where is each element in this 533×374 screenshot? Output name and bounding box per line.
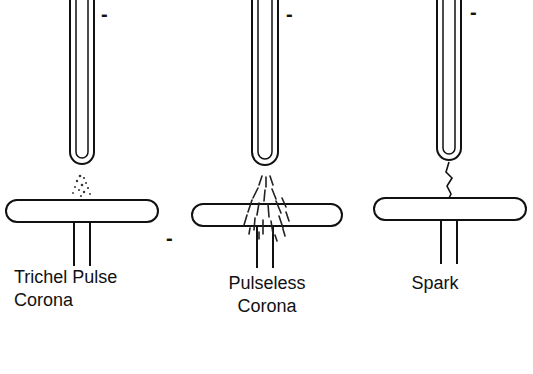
rod-electrode xyxy=(70,0,94,164)
rod-electrode xyxy=(437,0,461,160)
rod-bore xyxy=(76,0,88,158)
polarity-sign: - xyxy=(286,2,300,27)
pulseless-glow xyxy=(244,176,289,241)
plane-electrode xyxy=(6,200,158,222)
plane-electrode xyxy=(192,204,342,226)
polarity-sign: - xyxy=(470,0,484,25)
plane-electrode xyxy=(374,198,526,220)
plane-electrodes xyxy=(6,198,526,268)
regime-label: Spark xyxy=(400,272,470,295)
spark-channel xyxy=(446,162,452,198)
polarity-sign: - xyxy=(101,2,115,27)
regime-label: Trichel Pulse Corona xyxy=(14,266,130,311)
rod-bore xyxy=(443,0,455,154)
trichel-glow xyxy=(72,175,91,197)
rod-bore xyxy=(258,0,272,159)
plane-stem xyxy=(441,220,457,264)
plane-stem xyxy=(74,222,90,266)
polarity-sign: - xyxy=(166,226,180,251)
rod-electrode xyxy=(252,0,278,165)
rod-electrodes xyxy=(70,0,461,165)
regime-label: Pulseless Corona xyxy=(212,272,322,317)
